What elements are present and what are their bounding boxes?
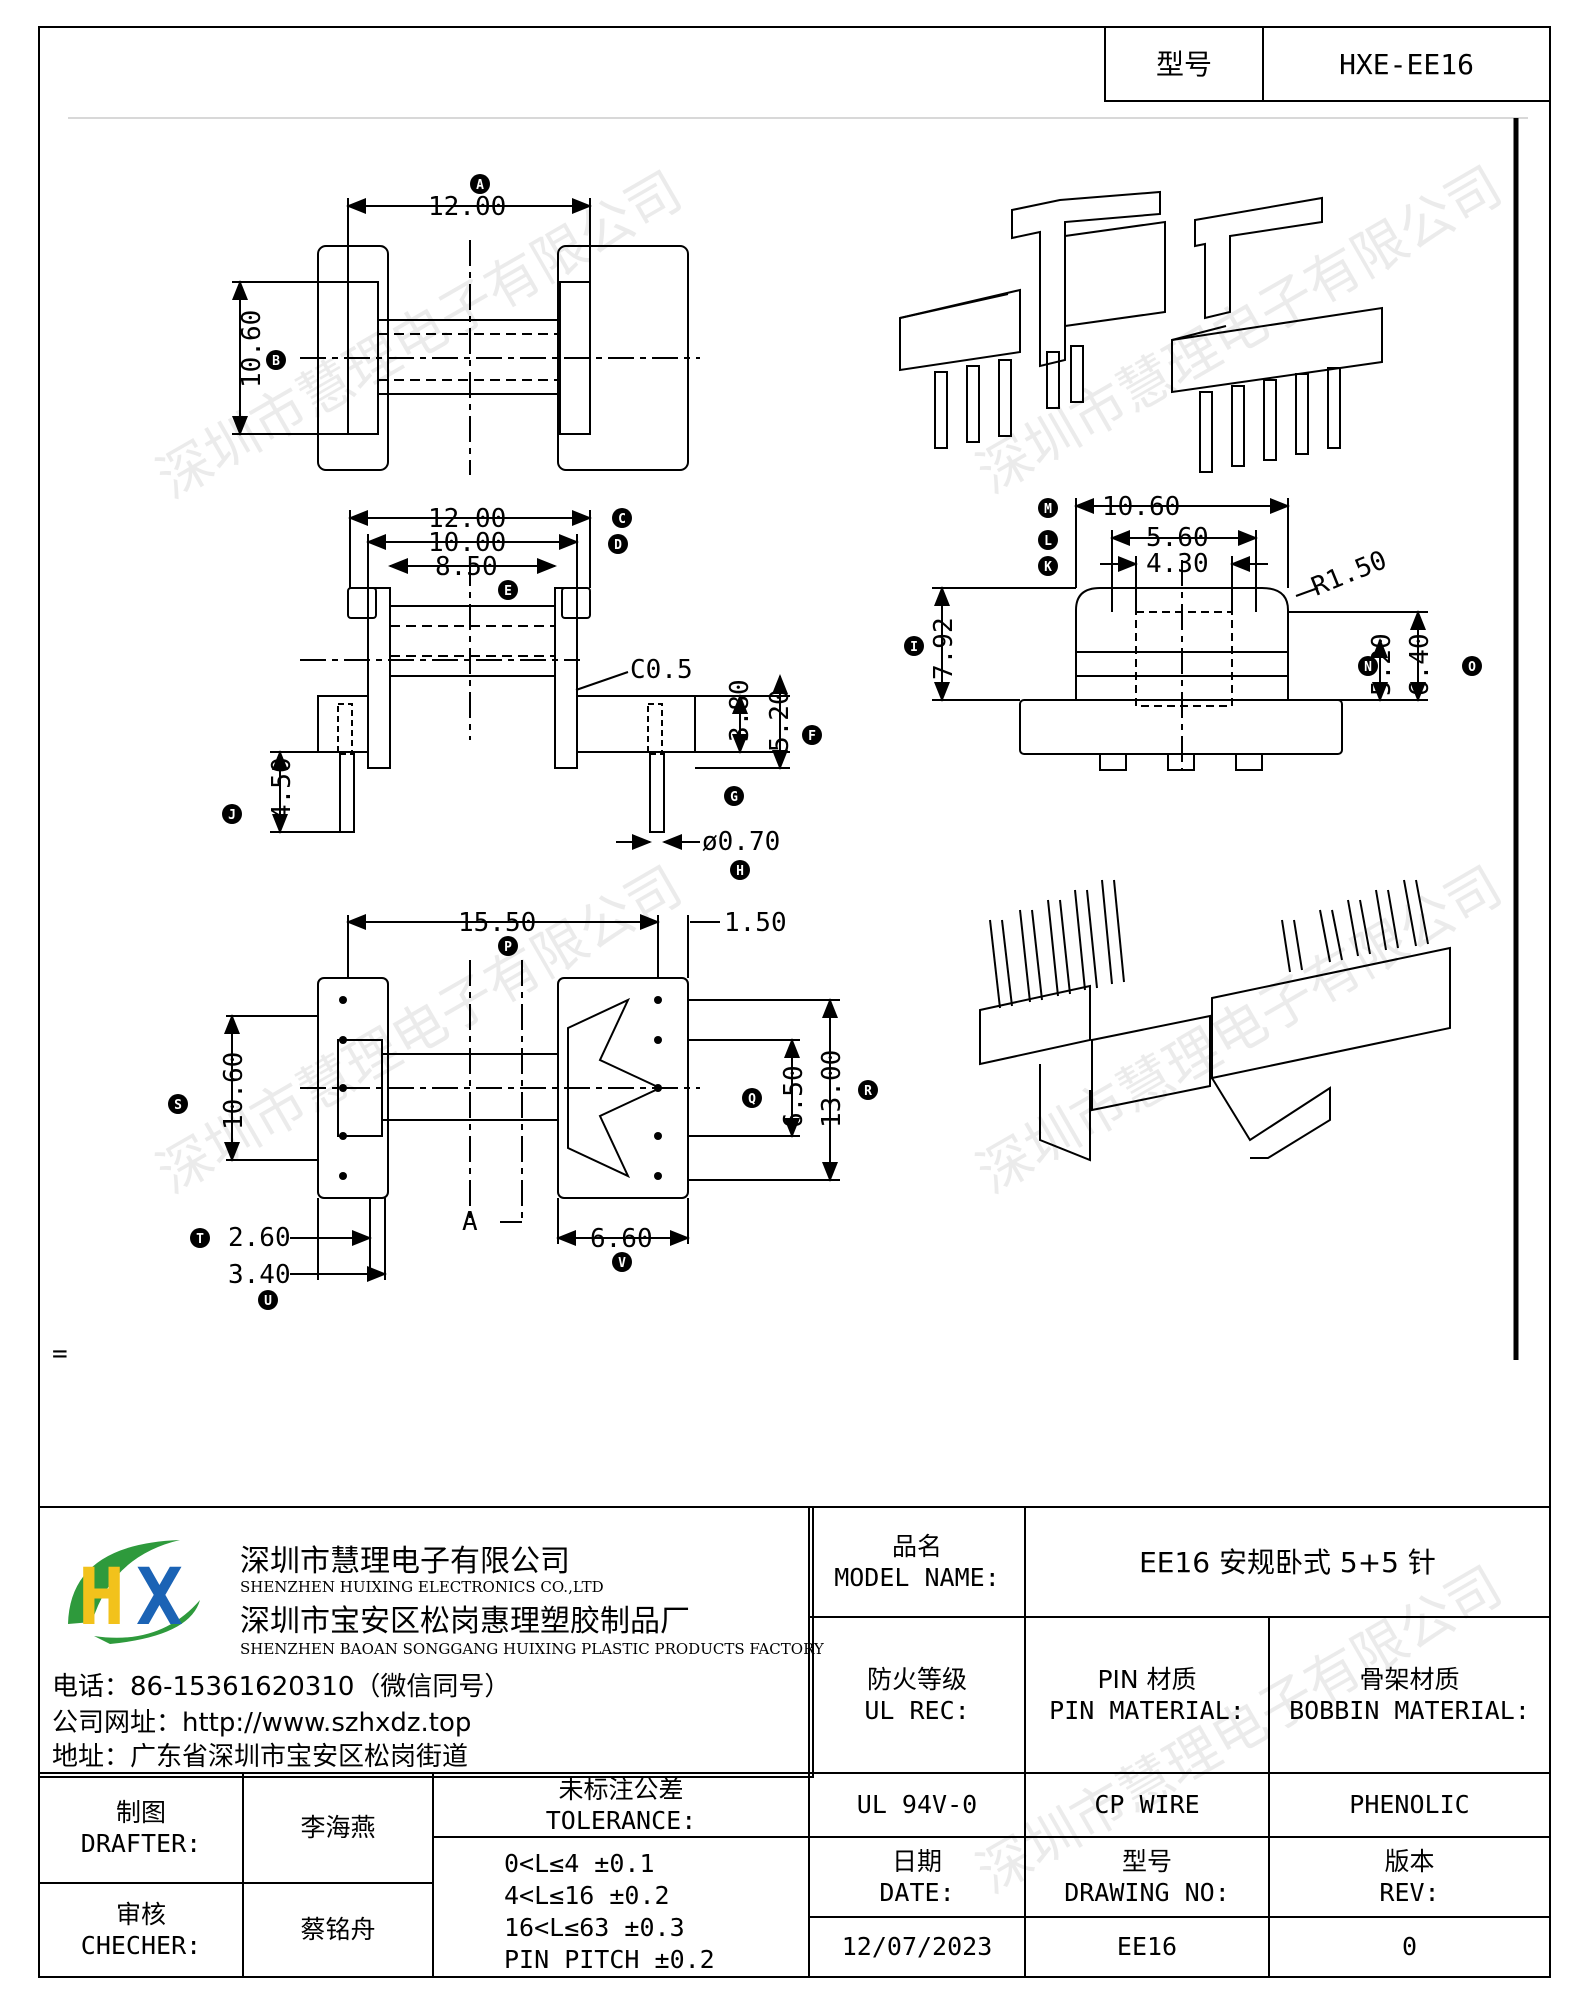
factory-name-cn: 深圳市宝安区松岗惠理塑胶制品厂 bbox=[240, 1604, 690, 1639]
balloon-H: H bbox=[736, 864, 744, 879]
date-value: 12/07/2023 bbox=[808, 1916, 1026, 1978]
tolerance-line-4: PIN PITCH ±0.2 bbox=[504, 1945, 715, 1974]
tolerance-line-2: 4<L≤16 ±0.2 bbox=[504, 1881, 670, 1910]
balloon-M: M bbox=[1044, 502, 1052, 517]
dim-radius: R1.50 bbox=[1307, 545, 1391, 602]
factory-name-en: SHENZHEN BAOAN SONGGANG HUIXING PLASTIC … bbox=[240, 1640, 824, 1658]
balloon-I: I bbox=[910, 640, 918, 655]
header-model-value: HXE-EE16 bbox=[1262, 26, 1551, 102]
company-name-en: SHENZHEN HUIXING ELECTRONICS CO.,LTD bbox=[240, 1578, 604, 1596]
balloon-D: D bbox=[614, 538, 622, 553]
tolerance-line-3: 16<L≤63 ±0.3 bbox=[504, 1913, 685, 1942]
dim-F: 5.20 bbox=[765, 689, 795, 752]
balloon-R: R bbox=[864, 1084, 872, 1099]
checker-label: 审核 CHECHER: bbox=[38, 1882, 244, 1978]
balloon-Q: Q bbox=[748, 1092, 756, 1107]
balloon-A: A bbox=[476, 178, 484, 193]
balloon-E: E bbox=[504, 584, 512, 599]
dim-U: 3.40 bbox=[228, 1260, 291, 1290]
logo-h: H bbox=[78, 1553, 125, 1643]
dim-tab: 1.50 bbox=[724, 908, 787, 938]
drawing-no-label: 型号 DRAWING NO: bbox=[1024, 1836, 1270, 1918]
company-website: 公司网址：http://www.szhxdz.top bbox=[52, 1708, 472, 1738]
date-label: 日期 DATE: bbox=[808, 1836, 1026, 1918]
company-name-cn: 深圳市慧理电子有限公司 bbox=[240, 1544, 570, 1579]
dim-H: ø0.70 bbox=[702, 827, 780, 857]
dim-S: 10.60 bbox=[219, 1052, 249, 1130]
dim-R: 13.00 bbox=[817, 1050, 847, 1128]
company-panel bbox=[38, 1506, 814, 1778]
balloon-F: F bbox=[808, 729, 816, 744]
dim-B: 10.60 bbox=[237, 310, 267, 388]
dim-chamfer: C0.5 bbox=[630, 655, 693, 685]
balloon-L: L bbox=[1044, 534, 1052, 549]
section-label: A bbox=[462, 1207, 478, 1237]
balloon-P: P bbox=[504, 940, 512, 955]
balloon-J: J bbox=[228, 808, 236, 823]
dim-C: 12.00 bbox=[428, 504, 506, 534]
dim-M: 10.60 bbox=[1102, 492, 1180, 522]
dim-O: 6.40 bbox=[1405, 633, 1435, 696]
dim-A: 12.00 bbox=[428, 192, 506, 222]
tolerance-table: 0<L≤4 ±0.1 4<L≤16 ±0.2 16<L≤63 ±0.3 PIN … bbox=[432, 1836, 810, 1978]
balloon-O: O bbox=[1468, 660, 1476, 675]
company-logo: H X bbox=[68, 1540, 200, 1644]
balloon-N: N bbox=[1364, 660, 1372, 675]
bobbin-material-value: PHENOLIC bbox=[1268, 1772, 1551, 1838]
balloon-V: V bbox=[618, 1256, 626, 1271]
dim-Q: 6.50 bbox=[779, 1065, 809, 1128]
dim-J: 4.50 bbox=[267, 757, 297, 820]
dim-L: 5.60 bbox=[1146, 523, 1209, 553]
balloon-G: G bbox=[730, 790, 738, 805]
company-address: 地址：广东省深圳市宝安区松岗街道 bbox=[52, 1742, 469, 1772]
tolerance-label: 未标注公差 TOLERANCE: bbox=[432, 1772, 810, 1838]
balloon-K: K bbox=[1044, 560, 1052, 575]
model-name-label: 品名 MODEL NAME: bbox=[808, 1506, 1026, 1618]
dim-F-inner: 3.80 bbox=[725, 679, 755, 742]
pin-material-label: PIN 材质 PIN MATERIAL: bbox=[1024, 1616, 1270, 1774]
dim-D: 10.00 bbox=[428, 528, 506, 558]
drafter-label: 制图 DRAFTER: bbox=[38, 1772, 244, 1884]
tolerance-line-1: 0<L≤4 ±0.1 bbox=[504, 1849, 655, 1878]
company-phone: 电话：86-15361620310（微信同号） bbox=[52, 1672, 511, 1702]
bobbin-material-label: 骨架材质 BOBBIN MATERIAL: bbox=[1268, 1616, 1551, 1774]
drawing-no-value: EE16 bbox=[1024, 1916, 1270, 1978]
balloon-C: C bbox=[618, 512, 626, 527]
balloon-S: S bbox=[174, 1098, 182, 1113]
technical-drawing: 12.00 10.60 12.00 10.00 8.50 C0.5 3.80 5… bbox=[52, 117, 1528, 1369]
dim-E: 8.50 bbox=[435, 552, 498, 582]
dim-T: 2.60 bbox=[228, 1223, 291, 1253]
checker-value: 蔡铭舟 bbox=[242, 1882, 434, 1978]
balloon-U: U bbox=[264, 1294, 272, 1309]
model-name-value: EE16 安规卧式 5+5 针 bbox=[1024, 1506, 1551, 1618]
rev-label: 版本 REV: bbox=[1268, 1836, 1551, 1918]
balloon-B: B bbox=[272, 354, 280, 369]
balloon-T: T bbox=[196, 1232, 204, 1247]
logo-x: X bbox=[136, 1553, 183, 1643]
dim-I: 7.92 bbox=[929, 617, 959, 680]
ul-rec-value: UL 94V-0 bbox=[808, 1772, 1026, 1838]
dim-V: 6.60 bbox=[590, 1224, 653, 1254]
dim-P: 15.50 bbox=[458, 908, 536, 938]
stray-mark: = bbox=[52, 1339, 68, 1369]
rev-value: 0 bbox=[1268, 1916, 1551, 1978]
dim-K: 4.30 bbox=[1146, 549, 1209, 579]
ul-rec-label: 防火等级 UL REC: bbox=[808, 1616, 1026, 1774]
pin-material-value: CP WIRE bbox=[1024, 1772, 1270, 1838]
drafter-value: 李海燕 bbox=[242, 1772, 434, 1884]
